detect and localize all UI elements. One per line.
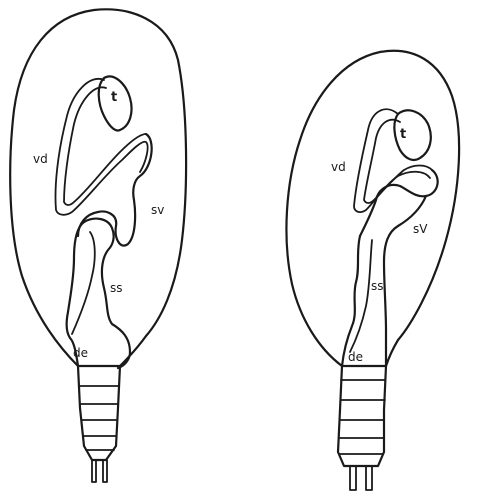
right-label-de: de: [348, 350, 363, 364]
left-specimen: t vd sv ss de: [10, 9, 186, 482]
right-cerci: [350, 466, 372, 490]
right-label-sv: sV: [413, 222, 428, 236]
left-label-t: t: [111, 90, 117, 105]
right-specimen: t vd sV ss de: [286, 51, 459, 490]
left-abdominal-segments: [78, 366, 120, 460]
left-body-outline: [10, 9, 186, 366]
right-label-vd: vd: [331, 160, 346, 174]
left-label-sv: sv: [151, 203, 164, 217]
left-label-vd: vd: [33, 152, 48, 166]
left-label-ss: ss: [110, 281, 123, 295]
left-label-de: de: [73, 346, 88, 360]
left-cerci: [92, 460, 107, 482]
right-label-t: t: [400, 127, 406, 142]
right-abdominal-segments: [338, 366, 386, 466]
right-label-ss: ss: [371, 279, 384, 293]
